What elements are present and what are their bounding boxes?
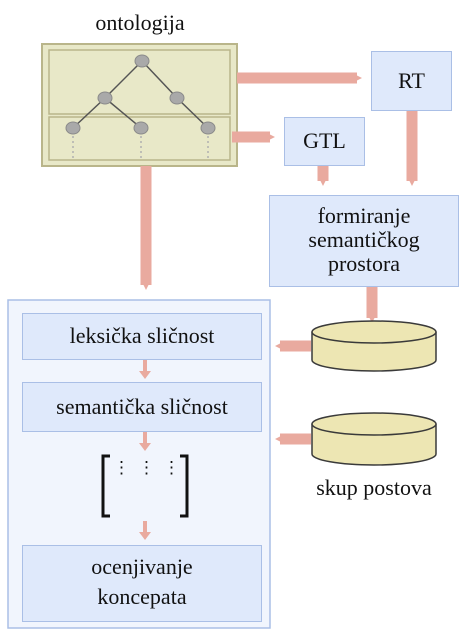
rt-label: RT <box>398 68 425 93</box>
matrix-dots-row-1: ⋮⋮⋮ <box>113 458 180 477</box>
gtl-box: GTL <box>284 117 365 166</box>
posts-database <box>311 412 437 466</box>
semantic-space-line-2: semantičkog <box>308 227 420 252</box>
matrix-dot: ⋮ <box>113 458 138 477</box>
ontology-node <box>134 54 150 68</box>
matrix-dots: ⋮⋮⋮ <box>113 458 180 514</box>
concept-evaluation-box: ocenjivanje koncepata <box>22 545 262 622</box>
ontology-node <box>133 121 149 135</box>
lexical-similarity-label: leksička sličnost <box>69 323 215 348</box>
ontology-box <box>41 43 238 167</box>
ontology-node <box>65 121 81 135</box>
semantic-space-database <box>311 320 437 372</box>
ontology-node <box>200 121 216 135</box>
posts-label: skup postova <box>316 475 432 500</box>
ontology-node <box>97 91 113 105</box>
lexical-similarity-box: leksička sličnost <box>22 313 262 360</box>
semantic-similarity-box: semantička sličnost <box>22 382 262 432</box>
semantic-similarity-label: semantička sličnost <box>56 394 228 419</box>
semantic-space-line-3: prostora <box>327 251 401 276</box>
rt-box: RT <box>371 51 452 111</box>
semantic-space-line-1: formiranje <box>317 203 411 228</box>
ontology-title: ontologija <box>95 10 185 35</box>
matrix-dot: ⋮ <box>163 458 188 477</box>
similarity-matrix <box>101 454 189 518</box>
ontology-node <box>169 91 185 105</box>
concept-evaluation-line-2: koncepata <box>97 584 187 609</box>
gtl-label: GTL <box>303 128 346 153</box>
concept-evaluation-line-1: ocenjivanje <box>91 554 193 579</box>
semantic-space-box: formiranje semantičkog prostora <box>269 195 459 287</box>
matrix-dot: ⋮ <box>138 458 163 477</box>
